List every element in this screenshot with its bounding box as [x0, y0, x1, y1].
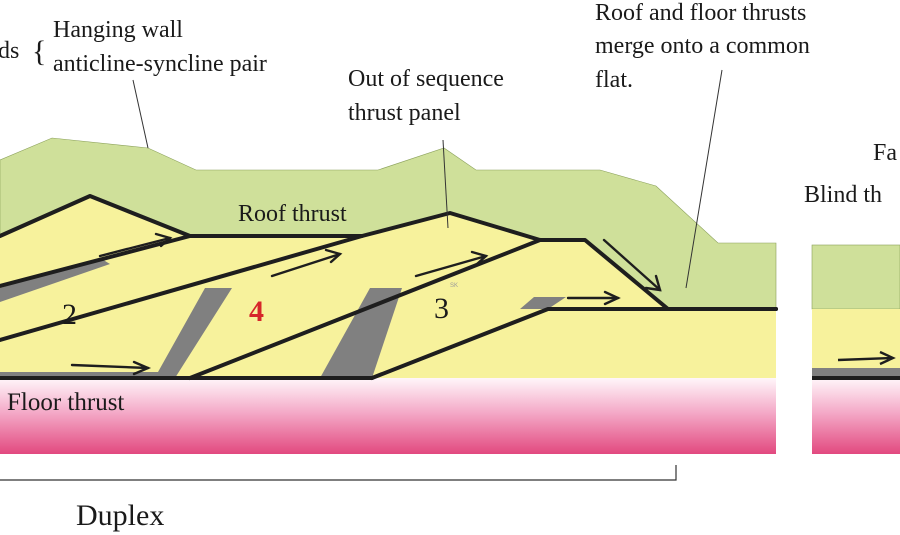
imbricate-ramp-3 [188, 238, 542, 380]
roof-thrust-line [0, 194, 778, 311]
anticline-syncline-label: anticline-syncline pair [53, 51, 267, 77]
thrust-panel-label: thrust panel [348, 100, 461, 126]
right-block-basement [812, 378, 900, 454]
floor-thrust-label: Floor thrust [7, 389, 124, 416]
panel-number-2: 2 [62, 298, 77, 331]
roof-floor-merge-label-2: merge onto a common [595, 33, 810, 59]
leader-out-of-sequence [442, 139, 449, 229]
right-block-ramp [812, 368, 900, 378]
hanging-wall-label: Hanging wall [53, 17, 183, 43]
right-block-hanging-wall [811, 244, 900, 310]
right-label-fragment-2: Blind th [804, 182, 882, 208]
basement-layer [0, 378, 776, 454]
roof-floor-merge-label-1: Roof and floor thrusts [595, 0, 806, 26]
folds-label-fragment: ds [0, 38, 19, 64]
leader-roof-floor-merge [685, 69, 723, 289]
roof-thrust-label: Roof thrust [238, 201, 347, 227]
imbricate-ramp-2 [0, 234, 364, 342]
label-brace: { [32, 35, 46, 68]
out-of-sequence-label: Out of sequence [348, 66, 504, 92]
duplex-bracket [0, 465, 677, 481]
duplex-label: Duplex [76, 499, 164, 532]
imbricate-ramp-4 [370, 307, 778, 380]
thrust-faults [0, 194, 778, 380]
panel-number-4: 4 [249, 295, 264, 328]
right-label-fragment-1: Fa [873, 140, 897, 166]
right-block-duplex [812, 309, 900, 378]
imbricate-ramp-1 [0, 234, 192, 288]
leader-hanging-wall [132, 79, 149, 149]
ramp-slivers [0, 258, 566, 378]
right-block-arrow [837, 350, 896, 366]
watermark: SK [450, 283, 458, 289]
slip-arrows [70, 232, 662, 376]
roof-floor-merge-label-3: flat. [595, 67, 633, 93]
leader-lines [132, 69, 723, 289]
panel-number-3: 3 [434, 292, 449, 325]
